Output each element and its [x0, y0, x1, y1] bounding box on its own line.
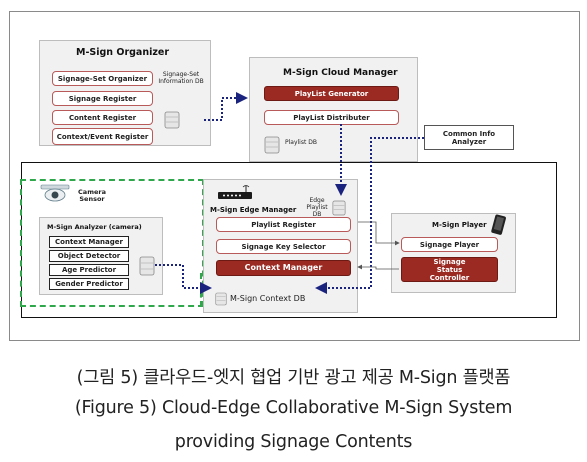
analyzer-title: M-Sign Analyzer (camera) — [47, 223, 142, 231]
organizer-to-cloud-arrow — [204, 92, 248, 121]
content-register-item: Content Register — [52, 110, 153, 125]
playlist-db-label: Playlist DB — [285, 139, 317, 146]
age-predictor-item: Age Predictor — [49, 264, 129, 276]
caption-line-1: (그림 5) 클라우드-엣지 협업 기반 광고 제공 M-Sign 플랫폼 — [76, 368, 511, 388]
context-event-register-item: Context/Event Register — [52, 128, 153, 145]
common-info-to-context-db-arrow — [315, 137, 424, 294]
edge-manager-title: M-Sign Edge Manager — [210, 206, 297, 214]
analyzer-box: M-Sign Analyzer (camera) Context Manager… — [39, 217, 163, 295]
camera-sensor-label: Camera Sensor — [78, 188, 106, 203]
signage-set-db-icon — [164, 111, 180, 129]
common-info-analyzer: Common Info Analyzer — [424, 125, 514, 150]
player-title: M-Sign Player — [432, 221, 487, 229]
camera-icon — [40, 184, 70, 202]
signage-register-item: Signage Register — [52, 91, 153, 106]
connectors — [155, 92, 424, 294]
playlist-generator-item: PlayList Generator — [264, 86, 399, 101]
playlist-db-icon — [264, 136, 280, 154]
object-detector-item: Object Detector — [49, 250, 129, 262]
signage-key-selector-item: Signage Key Selector — [216, 239, 351, 254]
router-icon — [218, 185, 252, 199]
edge-to-player-arrow — [358, 221, 400, 246]
analyzer-to-context-db-arrow — [155, 264, 212, 294]
gender-predictor-item: Gender Predictor — [49, 278, 129, 290]
phone-icon — [491, 214, 506, 235]
player-box: M-Sign Player Signage Player Signage Sta… — [391, 213, 516, 293]
analyzer-server-icon — [139, 256, 155, 276]
edge-playlist-db-label: Edge Playlist DB — [306, 197, 328, 218]
architecture-diagram: M-Sign Organizer Signage-Set Organizer S… — [9, 11, 580, 341]
cloud-manager-box: M-Sign Cloud Manager PlayList Generator … — [249, 57, 418, 162]
organizer-box: M-Sign Organizer Signage-Set Organizer S… — [39, 40, 211, 146]
context-manager-edge-item: Context Manager — [216, 260, 351, 276]
playlist-register-item: Playlist Register — [216, 217, 351, 232]
signage-player-item: Signage Player — [401, 237, 498, 252]
context-manager-analyzer-item: Context Manager — [49, 236, 129, 248]
playlist-distributer-item: PlayList Distributer — [264, 110, 399, 125]
edge-playlist-db-icon — [332, 200, 346, 216]
cloud-manager-title: M-Sign Cloud Manager — [283, 68, 398, 78]
context-db-label: M-Sign Context DB — [230, 294, 306, 303]
player-to-edge-arrow — [357, 264, 399, 270]
organizer-title: M-Sign Organizer — [76, 47, 170, 58]
caption-line-2: (Figure 5) Cloud-Edge Collaborative M-Si… — [74, 398, 513, 418]
edge-manager-box: M-Sign Edge Manager Edge Playlist DB Pla… — [203, 179, 358, 313]
caption-line-3: providing Signage Contents — [174, 432, 413, 452]
signage-set-organizer-item: Signage-Set Organizer — [52, 71, 153, 86]
context-db-icon — [215, 292, 227, 306]
signage-set-db-label: Signage-Set Information DB — [158, 71, 204, 85]
signage-status-controller-item: Signage Status Controller — [401, 257, 498, 282]
